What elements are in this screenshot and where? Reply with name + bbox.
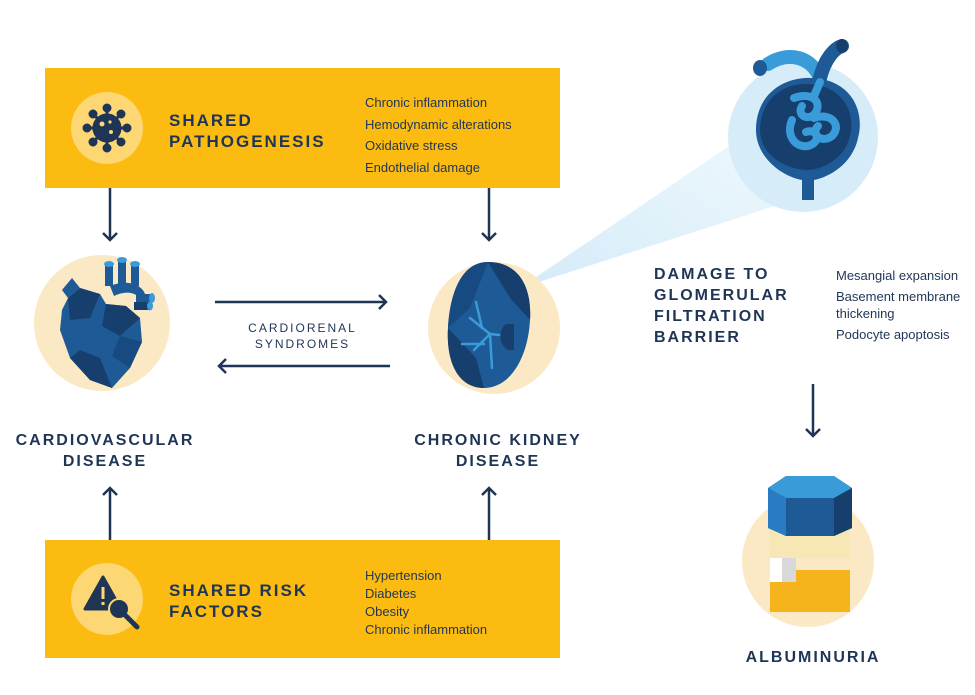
shared-risk-factors-title: SHARED RISK FACTORS bbox=[169, 581, 309, 621]
list-item: Chronic inflammation bbox=[365, 622, 488, 637]
kidney-icon bbox=[447, 262, 531, 388]
shared-pathogenesis-title: SHARED PATHOGENESIS bbox=[169, 111, 326, 151]
glomerulus-icon bbox=[753, 39, 860, 200]
shared-pathogenesis-box: SHARED PATHOGENESIS Chronic inflammation… bbox=[45, 68, 560, 188]
list-item: Obesity bbox=[365, 604, 410, 619]
cardiovascular-disease-label: CARDIOVASCULAR DISEASE bbox=[15, 432, 195, 470]
list-item: Podocyte apoptosis bbox=[836, 327, 950, 342]
list-item: Diabetes bbox=[365, 586, 417, 601]
warning-magnifier-icon bbox=[83, 575, 140, 630]
urine-jar-icon bbox=[768, 476, 852, 612]
arrow-pathogenesis-to-ckd bbox=[481, 188, 497, 242]
shared-risk-factors-box: SHARED RISK FACTORS Hypertension Diabete… bbox=[45, 540, 560, 658]
arrow-to-albuminuria bbox=[805, 384, 821, 438]
heart-icon bbox=[60, 257, 155, 388]
arrow-pathogenesis-to-cvd bbox=[102, 188, 118, 242]
arrow-risk-to-cvd bbox=[102, 486, 118, 540]
arrow-ckd-to-cvd bbox=[217, 358, 390, 374]
list-item: Mesangial expansion bbox=[836, 268, 959, 283]
list-item: Oxidative stress bbox=[365, 138, 458, 153]
list-item: Hypertension bbox=[365, 568, 442, 583]
chronic-kidney-disease-label: CHRONIC KIDNEY DISEASE bbox=[414, 432, 582, 470]
shared-pathogenesis-list: Chronic inflammation Hemodynamic alterat… bbox=[365, 92, 512, 178]
cardiorenal-syndromes-label: CARDIORENAL SYNDROMES bbox=[248, 321, 357, 351]
list-item: Basement membrane thickening bbox=[836, 289, 961, 321]
arrow-cvd-to-ckd bbox=[215, 294, 388, 310]
list-item: Endothelial damage bbox=[365, 159, 480, 175]
virus-icon bbox=[82, 103, 132, 153]
list-item: Hemodynamic alterations bbox=[365, 116, 512, 132]
list-item: Chronic inflammation bbox=[365, 95, 488, 110]
glomerular-damage-title: DAMAGE TO GLOMERULAR FILTRATION BARRIER bbox=[654, 266, 789, 346]
arrow-risk-to-ckd bbox=[481, 486, 497, 540]
albuminuria-label: ALBUMINURIA bbox=[745, 649, 881, 666]
shared-risk-factors-list: Hypertension Diabetes Obesity Chronic in… bbox=[365, 567, 487, 639]
glomerular-damage-list: Mesangial expansion Basement membrane th… bbox=[836, 267, 960, 343]
